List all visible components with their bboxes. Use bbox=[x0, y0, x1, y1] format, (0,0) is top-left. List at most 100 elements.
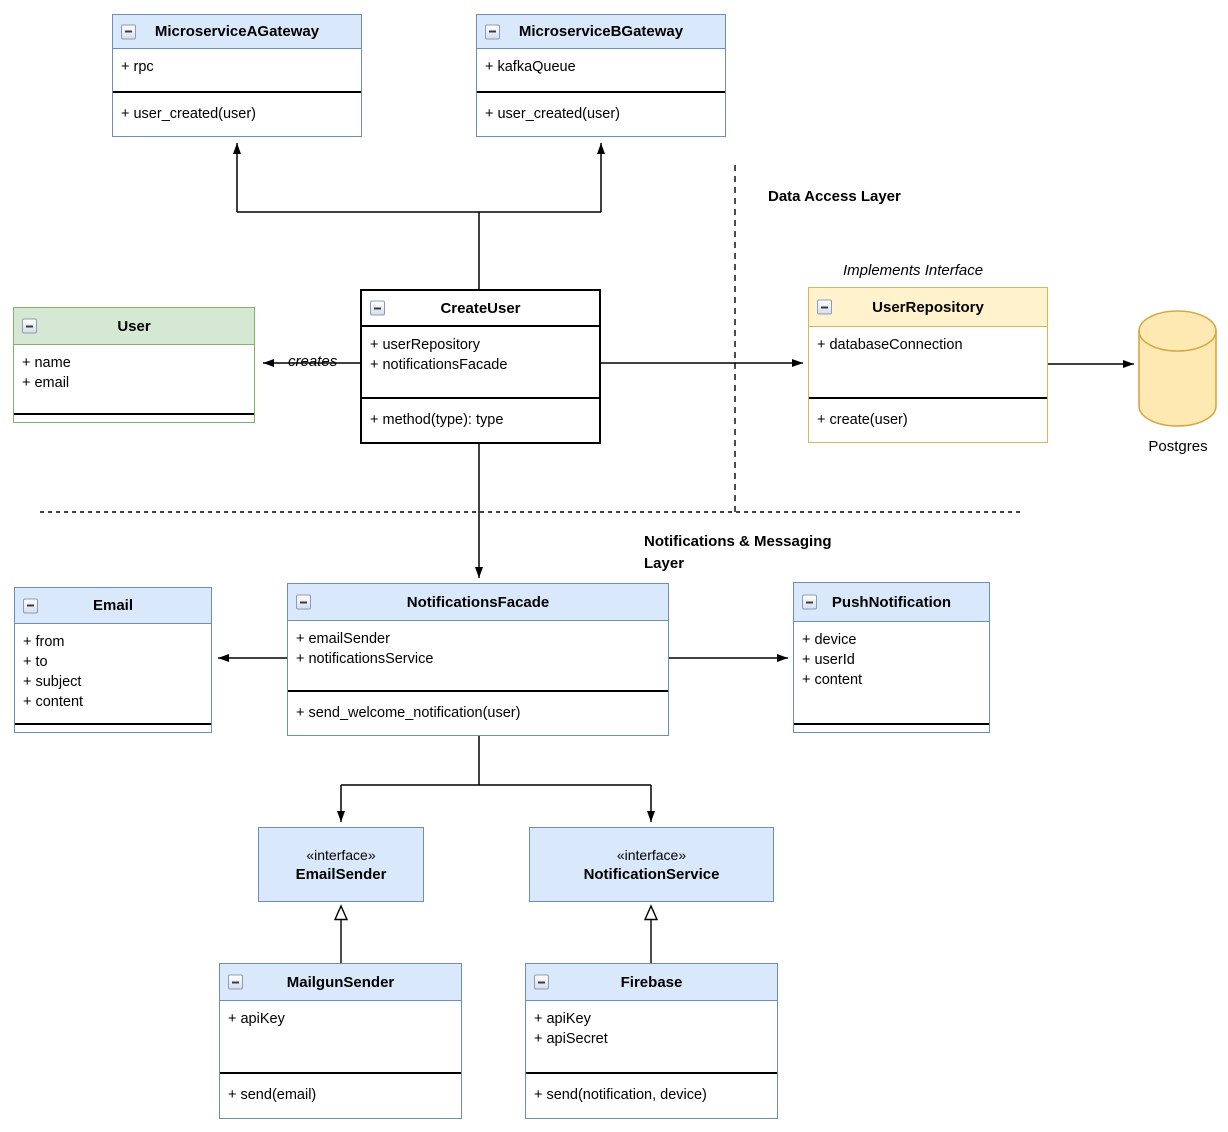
attributes-section: + name + email bbox=[14, 345, 254, 413]
collapse-icon[interactable] bbox=[802, 594, 817, 610]
class-title: NotificationsFacade bbox=[406, 593, 550, 611]
attribute: + apiKey bbox=[534, 1011, 591, 1027]
class-box-create-user[interactable]: CreateUser + userRepository + notificati… bbox=[360, 289, 601, 444]
empty-methods-section bbox=[14, 413, 254, 422]
attributes-section: + databaseConnection bbox=[809, 327, 1047, 397]
attribute: + name bbox=[22, 355, 71, 371]
attribute: + from bbox=[23, 634, 65, 650]
class-title: CreateUser bbox=[440, 299, 521, 317]
class-title: MicroserviceBGateway bbox=[518, 23, 684, 40]
attributes-section: + rpc bbox=[113, 49, 361, 91]
methods-section: + send_welcome_notification(user) bbox=[288, 690, 668, 735]
class-title: Firebase bbox=[620, 973, 683, 991]
class-box-notifications-facade[interactable]: NotificationsFacade + emailSender + noti… bbox=[287, 583, 669, 736]
attributes-section: + device + userId + content bbox=[794, 622, 989, 723]
collapse-icon[interactable] bbox=[370, 300, 385, 316]
interface-stereotype: «interface» bbox=[616, 846, 687, 863]
collapse-icon[interactable] bbox=[23, 598, 38, 613]
minus-glyph bbox=[821, 306, 828, 308]
collapse-icon[interactable] bbox=[296, 594, 311, 610]
class-box-user[interactable]: User + name + email bbox=[13, 307, 255, 423]
collapse-icon[interactable] bbox=[534, 974, 549, 990]
minus-glyph bbox=[125, 30, 132, 33]
class-header: UserRepository bbox=[809, 288, 1047, 327]
minus-glyph bbox=[26, 325, 33, 327]
attribute: + to bbox=[23, 654, 48, 670]
attribute: + kafkaQueue bbox=[485, 59, 576, 75]
label-notifications-layer: Notifications & Messaging Layer bbox=[644, 531, 832, 575]
minus-glyph bbox=[374, 307, 381, 309]
class-title: MailgunSender bbox=[286, 973, 395, 991]
interface-box-notification-service[interactable]: «interface» NotificationService bbox=[529, 827, 774, 902]
label-data-access-layer: Data Access Layer bbox=[768, 188, 901, 205]
minus-glyph bbox=[300, 601, 307, 603]
class-box-microservice-a-gateway[interactable]: MicroserviceAGateway + rpc + user_create… bbox=[112, 14, 362, 137]
attributes-section: + kafkaQueue bbox=[477, 49, 725, 91]
minus-glyph bbox=[806, 601, 813, 603]
edge-label-creates: creates bbox=[285, 353, 341, 370]
class-title: Email bbox=[92, 597, 134, 614]
interface-box-email-sender[interactable]: «interface» EmailSender bbox=[258, 827, 424, 902]
label-implements-interface: Implements Interface bbox=[843, 262, 984, 279]
label-postgres: Postgres bbox=[1148, 438, 1208, 455]
class-header: Email bbox=[15, 588, 211, 624]
attribute: + userId bbox=[802, 652, 855, 668]
empty-methods-section bbox=[15, 723, 211, 732]
collapse-icon[interactable] bbox=[817, 299, 832, 315]
class-header: MailgunSender bbox=[220, 964, 461, 1001]
method: + send(notification, device) bbox=[534, 1087, 707, 1103]
attribute: + email bbox=[22, 375, 70, 391]
minus-glyph bbox=[489, 30, 496, 33]
attribute: + content bbox=[802, 672, 863, 688]
class-box-firebase[interactable]: Firebase + apiKey + apiSecret + send(not… bbox=[525, 963, 778, 1119]
attributes-section: + from + to + subject + content bbox=[15, 624, 211, 723]
method: + send_welcome_notification(user) bbox=[296, 705, 521, 721]
class-box-mailgun-sender[interactable]: MailgunSender + apiKey + send(email) bbox=[219, 963, 462, 1119]
attribute: + apiSecret bbox=[534, 1031, 608, 1047]
class-box-email[interactable]: Email + from + to + subject + content bbox=[14, 587, 212, 733]
class-title: UserRepository bbox=[872, 298, 984, 316]
interface-name: NotificationService bbox=[583, 865, 720, 883]
attributes-section: + apiKey + apiSecret bbox=[526, 1001, 777, 1072]
method: + send(email) bbox=[228, 1087, 317, 1103]
attributes-section: + apiKey bbox=[220, 1001, 461, 1072]
minus-glyph bbox=[27, 604, 34, 607]
collapse-icon[interactable] bbox=[121, 24, 136, 39]
attribute: + databaseConnection bbox=[817, 337, 963, 353]
minus-glyph bbox=[538, 981, 545, 983]
class-box-microservice-b-gateway[interactable]: MicroserviceBGateway + kafkaQueue + user… bbox=[476, 14, 726, 137]
collapse-icon[interactable] bbox=[485, 24, 500, 39]
method: + create(user) bbox=[817, 412, 908, 428]
methods-section: + send(email) bbox=[220, 1072, 461, 1118]
collapse-icon[interactable] bbox=[22, 318, 37, 334]
class-box-push-notification[interactable]: PushNotification + device + userId + con… bbox=[793, 582, 990, 733]
class-title: User bbox=[117, 317, 151, 335]
minus-glyph bbox=[232, 981, 239, 983]
attribute: + rpc bbox=[121, 59, 154, 75]
attributes-section: + userRepository + notificationsFacade bbox=[362, 327, 599, 397]
attribute: + notificationsFacade bbox=[370, 357, 508, 373]
class-header: NotificationsFacade bbox=[288, 584, 668, 621]
class-title: MicroserviceAGateway bbox=[154, 23, 320, 40]
class-box-user-repository[interactable]: UserRepository + databaseConnection + cr… bbox=[808, 287, 1048, 443]
class-header: MicroserviceBGateway bbox=[477, 15, 725, 49]
class-header: PushNotification bbox=[794, 583, 989, 622]
method: + method(type): type bbox=[370, 412, 504, 428]
attribute: + notificationsService bbox=[296, 651, 434, 667]
collapse-icon[interactable] bbox=[228, 974, 243, 990]
empty-methods-section bbox=[794, 723, 989, 732]
class-title: PushNotification bbox=[831, 593, 952, 611]
attribute: + subject bbox=[23, 674, 82, 690]
methods-section: + user_created(user) bbox=[113, 91, 361, 136]
attributes-section: + emailSender + notificationsService bbox=[288, 621, 668, 690]
attribute: + apiKey bbox=[228, 1011, 285, 1027]
methods-section: + method(type): type bbox=[362, 397, 599, 442]
interface-stereotype: «interface» bbox=[306, 846, 376, 863]
methods-section: + create(user) bbox=[809, 397, 1047, 442]
method: + user_created(user) bbox=[485, 106, 620, 122]
attribute: + emailSender bbox=[296, 631, 390, 647]
class-header: User bbox=[14, 308, 254, 345]
interface-name: EmailSender bbox=[295, 865, 387, 883]
